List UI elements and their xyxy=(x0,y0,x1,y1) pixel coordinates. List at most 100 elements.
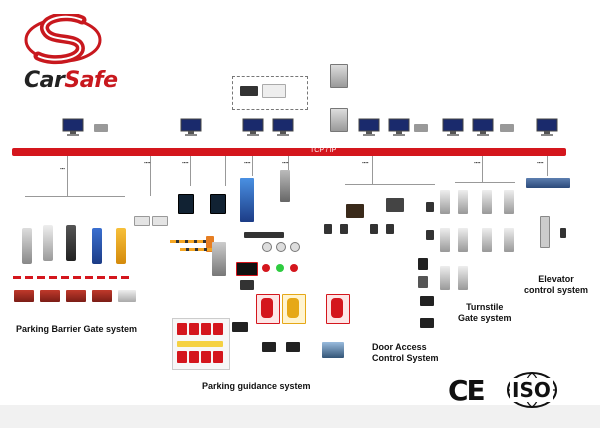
guidance-panel xyxy=(178,194,194,214)
barrier-branch-line xyxy=(25,196,125,197)
ce-mark: CE xyxy=(448,374,486,407)
control-device-2 xyxy=(262,84,286,98)
access-reader xyxy=(418,276,428,288)
map-slot xyxy=(189,323,199,335)
map-slot xyxy=(189,351,199,363)
access-controller xyxy=(346,204,364,218)
card-reader xyxy=(370,224,378,234)
workstation-pc xyxy=(388,118,410,136)
access-reader xyxy=(418,258,428,270)
elevator-reader xyxy=(560,228,566,238)
control-device xyxy=(240,86,258,96)
barrier-arm-unit xyxy=(66,290,86,302)
led-indicator-panel xyxy=(236,262,258,276)
card-reader xyxy=(340,224,348,234)
group-label: ▪▪▪▪ xyxy=(244,160,251,165)
yellow-barrier-arm xyxy=(180,248,224,251)
barrier-arm-unit xyxy=(118,290,136,302)
carsafe-logo-mark xyxy=(24,14,102,65)
turnstile-group-bottom xyxy=(440,228,530,258)
barrier-gate-tower xyxy=(92,228,102,264)
card-reader xyxy=(324,224,332,234)
barrier-gate-tower xyxy=(66,225,76,261)
workstation-pc xyxy=(242,118,264,136)
group-label: ▪▪▪▪ xyxy=(362,160,369,165)
lpr-camera xyxy=(134,216,150,226)
turnstile-unit xyxy=(458,228,468,252)
drop-line xyxy=(225,156,226,186)
card-reader xyxy=(386,224,394,234)
barrier-arm xyxy=(13,276,131,279)
car-icon xyxy=(261,298,273,318)
map-slot xyxy=(177,351,187,363)
indicator-light xyxy=(262,264,270,272)
barrier-cabinet xyxy=(206,236,214,252)
guidance-panel xyxy=(210,194,226,214)
guidance-kiosk-2 xyxy=(212,242,226,276)
map-lane xyxy=(177,341,223,347)
guidance-kiosk xyxy=(240,178,254,222)
turnstile-unit xyxy=(482,228,492,252)
card-reader xyxy=(426,230,434,240)
tcp-ip-bus xyxy=(12,148,566,156)
ultrasonic-detector xyxy=(276,242,286,252)
car-icon xyxy=(287,298,299,318)
access-reader xyxy=(420,296,434,306)
barrier-arm-row xyxy=(14,290,136,304)
server-2 xyxy=(330,108,348,132)
turnstile-group-top xyxy=(440,190,530,220)
map-slot xyxy=(177,323,187,335)
card-issuer-device xyxy=(94,124,108,132)
access-panel xyxy=(386,198,404,212)
tall-kiosk xyxy=(280,170,290,202)
group-label: ▪▪▪▪ xyxy=(282,160,289,165)
group-label: ▪▪▪▪ xyxy=(474,160,481,165)
access-reader xyxy=(420,318,434,328)
workstation-pc xyxy=(62,118,84,136)
guidance-screen xyxy=(322,342,344,358)
turnstile-branch-line xyxy=(455,182,515,183)
door-access-title: Door Access Control System xyxy=(372,342,439,363)
turnstile-unit xyxy=(440,190,450,214)
server-1 xyxy=(330,64,348,88)
controller xyxy=(240,280,254,290)
workstation-pc xyxy=(358,118,380,136)
workstation-pc xyxy=(272,118,294,136)
iso-mark: ISO xyxy=(510,378,553,402)
guidance-monitor xyxy=(286,342,300,352)
drop-line xyxy=(372,156,373,184)
card-issuer-device xyxy=(414,124,428,132)
turnstile-unit xyxy=(440,266,450,290)
lpr-camera-group xyxy=(134,210,174,234)
workstation-pc xyxy=(472,118,494,136)
turnstile-title: Turnstile Gate system xyxy=(458,302,512,323)
drop-line xyxy=(482,156,483,182)
guidance-monitor xyxy=(262,342,276,352)
yellow-barrier-arm xyxy=(170,240,214,243)
card-issuer-device xyxy=(500,124,514,132)
barrier-arm-unit xyxy=(92,290,112,302)
top-workstations xyxy=(0,0,600,150)
map-slot xyxy=(201,351,211,363)
group-label: ▪▪▪▪ xyxy=(537,160,544,165)
map-slot xyxy=(213,351,223,363)
barrier-gate-tower xyxy=(116,228,126,264)
drop-line xyxy=(288,156,289,176)
elevator-controller xyxy=(540,216,550,248)
ultrasonic-detector xyxy=(290,242,300,252)
turnstile-unit xyxy=(440,228,450,252)
guidance-floor-map xyxy=(172,318,230,370)
display-screen xyxy=(244,232,284,238)
turnstile-unit xyxy=(504,228,514,252)
guidance-monitor xyxy=(232,322,248,332)
barrier-gate-tower xyxy=(43,225,53,261)
group-label: ▪▪▪▪ xyxy=(182,160,189,165)
parking-slot-row xyxy=(256,294,356,324)
indicator-light xyxy=(290,264,298,272)
group-label: ▪▪▪ xyxy=(60,166,65,171)
barrier-arm-unit xyxy=(40,290,60,302)
drop-line xyxy=(67,156,68,196)
workstation-pc xyxy=(536,118,558,136)
barrier-arm-unit xyxy=(14,290,34,302)
turnstile-unit xyxy=(504,190,514,214)
